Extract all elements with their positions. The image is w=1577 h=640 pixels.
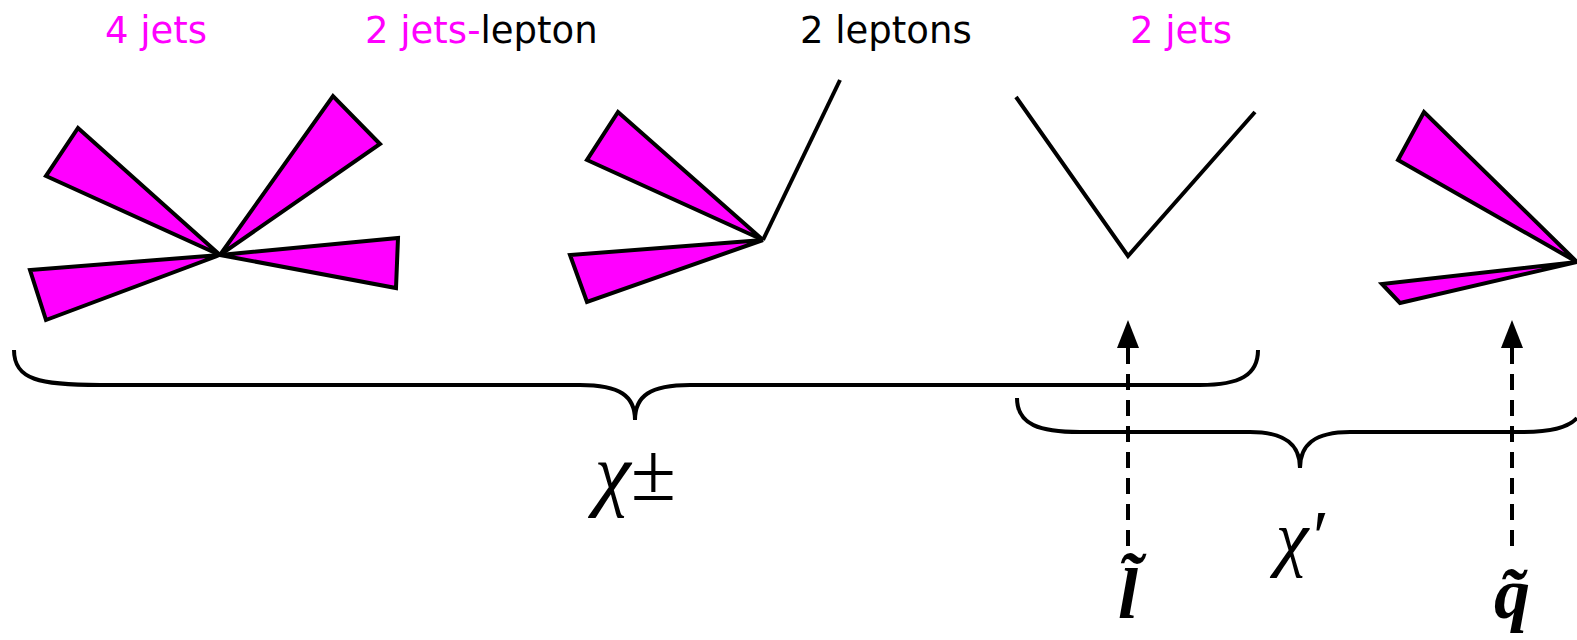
jet-cone: [30, 255, 220, 320]
braces: [14, 350, 1577, 468]
lepton-track: [763, 80, 840, 240]
particle-symbol: χ′: [1276, 500, 1325, 574]
jet-cone: [1398, 112, 1577, 262]
jet-cone: [220, 238, 398, 288]
jet-cone: [220, 96, 380, 255]
topology-label: lepton: [480, 12, 597, 49]
lepton-lines: [763, 80, 1255, 256]
particle-symbol: l̃: [1118, 558, 1138, 630]
jet-cone: [570, 240, 763, 302]
jet-cone: [1382, 262, 1577, 303]
lepton-track: [1016, 97, 1255, 256]
topology-label: 2 jets: [1130, 12, 1232, 49]
particle-symbol: χ±: [594, 432, 675, 514]
arrowhead: [1501, 320, 1523, 348]
arrowhead: [1117, 320, 1139, 348]
curly-brace: [1017, 398, 1577, 468]
dashed-line: [1510, 348, 1514, 548]
jet-cone: [587, 112, 763, 240]
particle-symbol: q̃: [1494, 558, 1530, 630]
dashed-line: [1126, 348, 1130, 548]
jet-wedges: [30, 96, 1577, 320]
curly-brace: [14, 350, 1258, 420]
topology-label: 2 jets-: [365, 12, 480, 49]
jet-cone: [46, 128, 220, 255]
topology-label: 2 leptons: [800, 12, 972, 49]
topology-label: 4 jets: [105, 12, 207, 49]
